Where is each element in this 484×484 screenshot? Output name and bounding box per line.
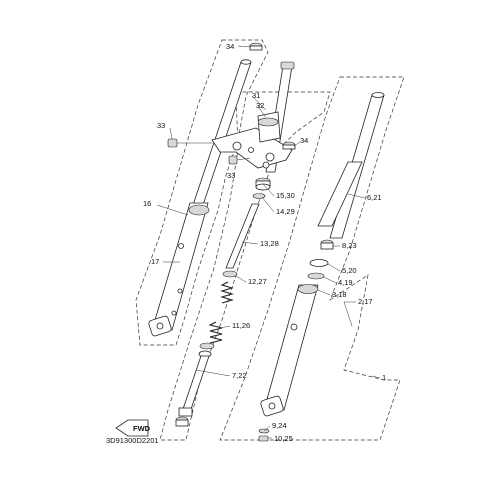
callout-13-28: 13,28: [260, 239, 279, 248]
right-fork-spring-6-21: [317, 161, 363, 227]
callout-labels: 34 31 32 33 34 33 15,30 14,29 16 6,21 13…: [106, 42, 386, 445]
washer-14-29: [252, 193, 266, 199]
piston-ring: [199, 342, 215, 350]
center-components: [175, 177, 271, 427]
callout-32: 32: [256, 101, 264, 110]
callout-16: 16: [143, 199, 151, 208]
callout-4-19: 4,19: [338, 278, 353, 287]
callout-14-29: 14,29: [276, 207, 295, 216]
fwd-arrow-icon: FWD: [115, 419, 151, 437]
left-fork-assembly-outline: [135, 39, 269, 346]
callout-6-21: 6,21: [367, 193, 382, 202]
rebound-spring: [220, 281, 234, 304]
right-caliper-mount: [290, 323, 298, 331]
clip-4-19: [307, 272, 325, 280]
left-outer-tube-collar: [188, 204, 210, 216]
callout-10-25: 10,25: [274, 434, 293, 443]
clamp-bolt-lower: [228, 155, 251, 165]
spring-seat-12-27: [222, 270, 238, 278]
leader-lines: [156, 45, 381, 439]
callout-5-20: 5,20: [342, 266, 357, 275]
callout-12-27: 12,27: [248, 277, 267, 286]
left-axle-hole: [156, 322, 164, 330]
left-outer-tube: [151, 202, 209, 331]
callout-31: 31: [252, 91, 260, 100]
assembly-outlines: [135, 39, 405, 441]
stem-nut: [280, 61, 295, 70]
callout-15-30: 15,30: [276, 191, 295, 200]
fork-spring-11-26: [208, 321, 223, 344]
right-fork-assembly-outline: [219, 76, 405, 441]
left-fork-leg: [148, 59, 252, 337]
callout-1: 1: [382, 373, 386, 382]
callout-34-top: 34: [226, 42, 234, 51]
upper-bracket-boss: [257, 111, 281, 143]
callout-2-17: 2,17: [358, 297, 373, 306]
callout-33-upper: 33: [157, 121, 165, 130]
left-lower-mount: [177, 288, 183, 294]
callout-11-26: 11,26: [232, 321, 250, 330]
callout-34-right: 34: [300, 136, 308, 145]
right-fork-leg: [258, 92, 385, 442]
left-caliper-mount: [178, 243, 184, 249]
fwd-label: FWD: [133, 424, 151, 433]
callout-9-24: 9,24: [272, 421, 287, 430]
right-axle-hole: [268, 402, 276, 410]
right-top-cap: [282, 141, 296, 150]
callout-7-22: 7,22: [232, 371, 247, 380]
clamp-bolt-upper: [167, 138, 212, 148]
callout-3-18: 3,18: [332, 290, 347, 299]
steering-assembly-outline: [159, 91, 331, 441]
callout-17: 17: [151, 257, 159, 266]
diagram-code: 3D91300D2201: [106, 436, 159, 445]
left-inner-tube-top: [240, 59, 252, 65]
right-outer-tube-collar: [297, 284, 319, 294]
damper-rod-7-22: [178, 350, 212, 417]
left-top-cap: [249, 42, 263, 51]
left-drain-screw: [171, 310, 177, 316]
damper-rod-13-28: [225, 203, 260, 269]
oil-lock-piece: [175, 416, 189, 427]
bracket-ring: [257, 117, 279, 127]
right-outer-tube-1: [263, 284, 319, 411]
callout-8-23: 8,23: [342, 241, 357, 250]
drain-bolt-10-25: [258, 435, 269, 442]
right-inner-tube-top: [371, 92, 385, 98]
callout-33-lower: 33: [227, 171, 235, 180]
spacer-8-23: [320, 239, 334, 250]
seal-5-20: [309, 259, 329, 267]
steering-stem: [211, 61, 295, 173]
